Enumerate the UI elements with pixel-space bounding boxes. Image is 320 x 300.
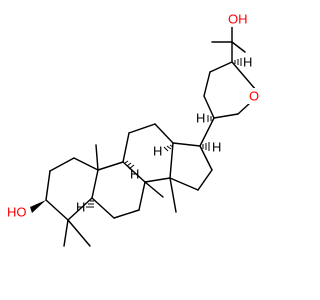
hydrogen-label-c17: H <box>212 140 221 155</box>
stereo-hashes <box>86 58 242 208</box>
molecule-structure-diagram: OH O HO H H H H H H <box>6 11 262 247</box>
hash-side-chain-h <box>234 58 242 66</box>
tetrahydropyran-ring-bonds <box>203 61 257 119</box>
hydroxyl-label-top: OH <box>228 12 248 27</box>
hydrogen-label-c9: H <box>130 167 139 182</box>
hash-c9-h <box>124 160 135 170</box>
atom-labels: OH O HO H H H H H H <box>6 11 262 220</box>
hash-c13-h <box>163 144 174 152</box>
hash-c5-h <box>86 200 94 208</box>
hash-c17-h <box>202 142 210 151</box>
ring-c-bonds <box>122 123 177 213</box>
hash-c20-h <box>207 115 212 122</box>
stereo-wedges <box>30 200 46 213</box>
ring-oxygen-label: O <box>249 89 259 104</box>
hydrogen-label-c20: H <box>196 111 205 126</box>
hydroxyl-label-left: HO <box>7 205 27 220</box>
ring-a-bonds <box>45 157 99 247</box>
ring-b-bonds <box>91 144 146 219</box>
hydrogen-label-c5: H <box>76 200 85 215</box>
wedge-c3-ho <box>30 200 46 213</box>
side-chain-bonds <box>211 25 246 63</box>
ring-d-bonds <box>169 117 215 191</box>
hydrogen-label-c13: H <box>153 144 162 159</box>
hydrogen-label-side-chain: H <box>243 55 252 70</box>
